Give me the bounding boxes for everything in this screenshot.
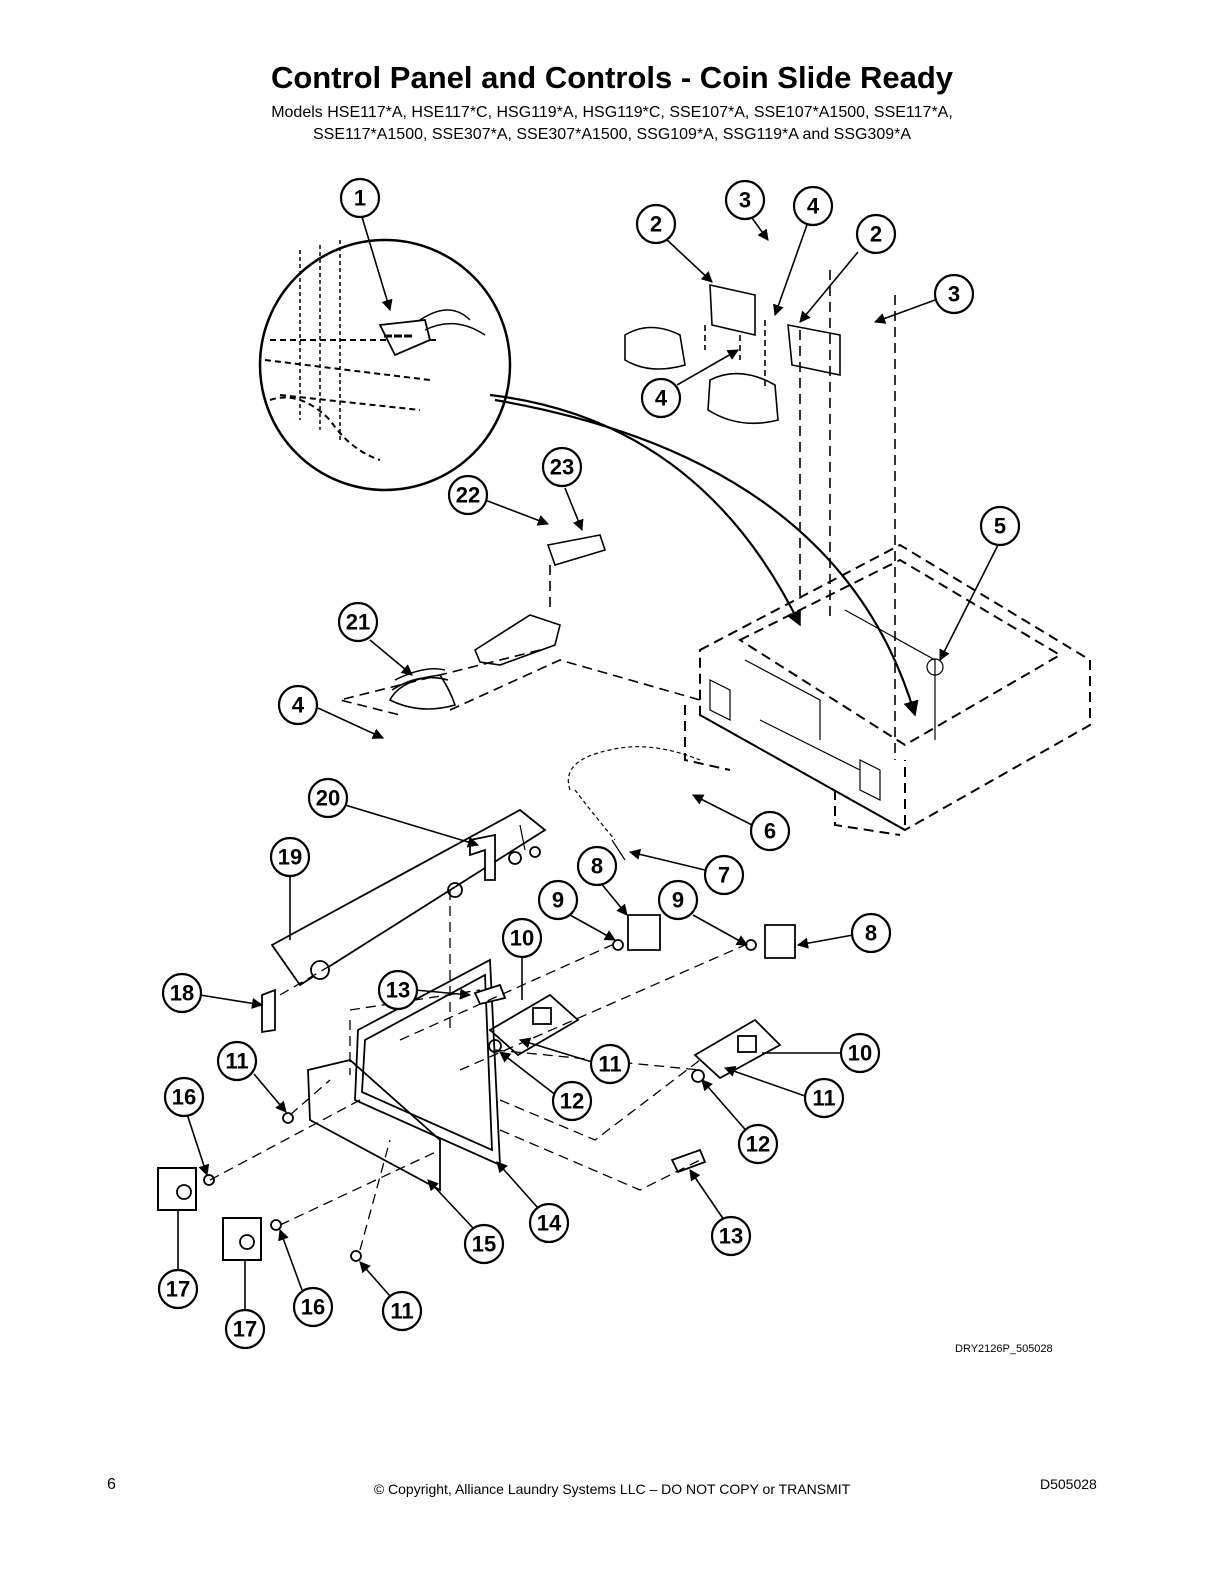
callout-13: 13 bbox=[710, 1215, 752, 1257]
svg-text:16: 16 bbox=[301, 1295, 325, 1320]
console-base bbox=[684, 543, 1091, 836]
svg-text:13: 13 bbox=[719, 1224, 743, 1249]
svg-text:17: 17 bbox=[233, 1317, 257, 1342]
svg-text:16: 16 bbox=[172, 1085, 196, 1110]
console-internals bbox=[567, 609, 944, 841]
callout-13: 13 bbox=[377, 969, 419, 1011]
callout-2: 2 bbox=[635, 203, 677, 245]
callout-1: 1 bbox=[339, 177, 381, 219]
callout-4: 4 bbox=[640, 377, 682, 419]
svg-text:3: 3 bbox=[948, 282, 960, 307]
callout-11: 11 bbox=[803, 1077, 845, 1119]
leader-arrows bbox=[177, 216, 999, 1312]
svg-text:22: 22 bbox=[456, 483, 480, 508]
callout-7: 7 bbox=[703, 854, 745, 896]
callout-14: 14 bbox=[528, 1202, 570, 1244]
callout-8: 8 bbox=[576, 845, 618, 887]
callout-3: 3 bbox=[933, 273, 975, 315]
callout-17: 17 bbox=[157, 1268, 199, 1310]
svg-text:11: 11 bbox=[225, 1049, 248, 1074]
svg-text:13: 13 bbox=[386, 978, 410, 1003]
callout-4: 4 bbox=[792, 185, 834, 227]
callout-12: 12 bbox=[737, 1123, 779, 1165]
svg-text:21: 21 bbox=[346, 610, 370, 635]
svg-text:8: 8 bbox=[865, 921, 877, 946]
svg-text:4: 4 bbox=[807, 194, 820, 219]
copyright-notice: © Copyright, Alliance Laundry Systems LL… bbox=[373, 1481, 851, 1497]
svg-text:11: 11 bbox=[812, 1086, 835, 1111]
callout-3: 3 bbox=[724, 179, 766, 221]
page-number: 6 bbox=[107, 1476, 116, 1493]
callout-23: 23 bbox=[541, 446, 583, 488]
callout-16: 16 bbox=[163, 1076, 205, 1118]
svg-text:18: 18 bbox=[170, 981, 194, 1006]
models-line-2: SSE117*A1500, SSE307*A, SSE307*A1500, SS… bbox=[312, 126, 912, 143]
svg-text:3: 3 bbox=[739, 188, 751, 213]
callout-15: 15 bbox=[463, 1223, 505, 1265]
callout-10: 10 bbox=[501, 917, 543, 959]
svg-text:19: 19 bbox=[278, 845, 302, 870]
svg-text:9: 9 bbox=[672, 888, 684, 913]
callout-17: 17 bbox=[224, 1308, 266, 1350]
callout-21: 21 bbox=[337, 601, 379, 643]
svg-text:2: 2 bbox=[650, 212, 662, 237]
svg-text:10: 10 bbox=[848, 1041, 872, 1066]
svg-text:12: 12 bbox=[746, 1132, 770, 1157]
callout-19: 19 bbox=[269, 836, 311, 878]
svg-text:11: 11 bbox=[390, 1299, 413, 1324]
callout-9: 9 bbox=[537, 879, 579, 921]
detail-circle bbox=[258, 238, 919, 717]
svg-text:17: 17 bbox=[166, 1277, 190, 1302]
callout-6: 6 bbox=[749, 810, 791, 852]
callout-22: 22 bbox=[447, 474, 489, 516]
svg-text:5: 5 bbox=[994, 514, 1006, 539]
callout-20: 20 bbox=[307, 777, 349, 819]
svg-text:7: 7 bbox=[718, 863, 730, 888]
callout-8: 8 bbox=[850, 912, 892, 954]
callout-5: 5 bbox=[979, 505, 1021, 547]
document-number: D505028 bbox=[1040, 1476, 1097, 1492]
top-controls-group bbox=[624, 270, 896, 760]
callout-16: 16 bbox=[292, 1286, 334, 1328]
svg-text:12: 12 bbox=[560, 1089, 584, 1114]
svg-text:23: 23 bbox=[550, 455, 574, 480]
mid-parts-group bbox=[339, 534, 701, 716]
callout-18: 18 bbox=[161, 972, 203, 1014]
svg-text:4: 4 bbox=[292, 693, 305, 718]
callout-10: 10 bbox=[839, 1032, 881, 1074]
svg-text:1: 1 bbox=[354, 186, 366, 211]
svg-text:14: 14 bbox=[537, 1211, 562, 1236]
svg-text:6: 6 bbox=[764, 819, 776, 844]
callout-4: 4 bbox=[277, 684, 319, 726]
svg-text:8: 8 bbox=[591, 854, 603, 879]
callout-9: 9 bbox=[657, 879, 699, 921]
callout-11: 11 bbox=[216, 1040, 258, 1082]
svg-text:4: 4 bbox=[655, 386, 668, 411]
callout-11: 11 bbox=[589, 1043, 631, 1085]
panel-group bbox=[157, 808, 796, 1262]
svg-text:20: 20 bbox=[316, 786, 340, 811]
models-line-1: Models HSE117*A, HSE117*C, HSG119*A, HSG… bbox=[271, 104, 953, 121]
drawing-code: DRY2126P_505028 bbox=[955, 1343, 1053, 1355]
svg-text:11: 11 bbox=[598, 1052, 621, 1077]
callout-2: 2 bbox=[855, 213, 897, 255]
callout-12: 12 bbox=[551, 1080, 593, 1122]
page-title: Control Panel and Controls - Coin Slide … bbox=[270, 60, 954, 95]
svg-text:9: 9 bbox=[552, 888, 564, 913]
svg-text:2: 2 bbox=[870, 222, 882, 247]
callout-11: 11 bbox=[381, 1290, 423, 1332]
svg-text:10: 10 bbox=[510, 926, 534, 951]
panel-dashed-lines bbox=[209, 890, 746, 1251]
svg-text:15: 15 bbox=[472, 1232, 496, 1257]
